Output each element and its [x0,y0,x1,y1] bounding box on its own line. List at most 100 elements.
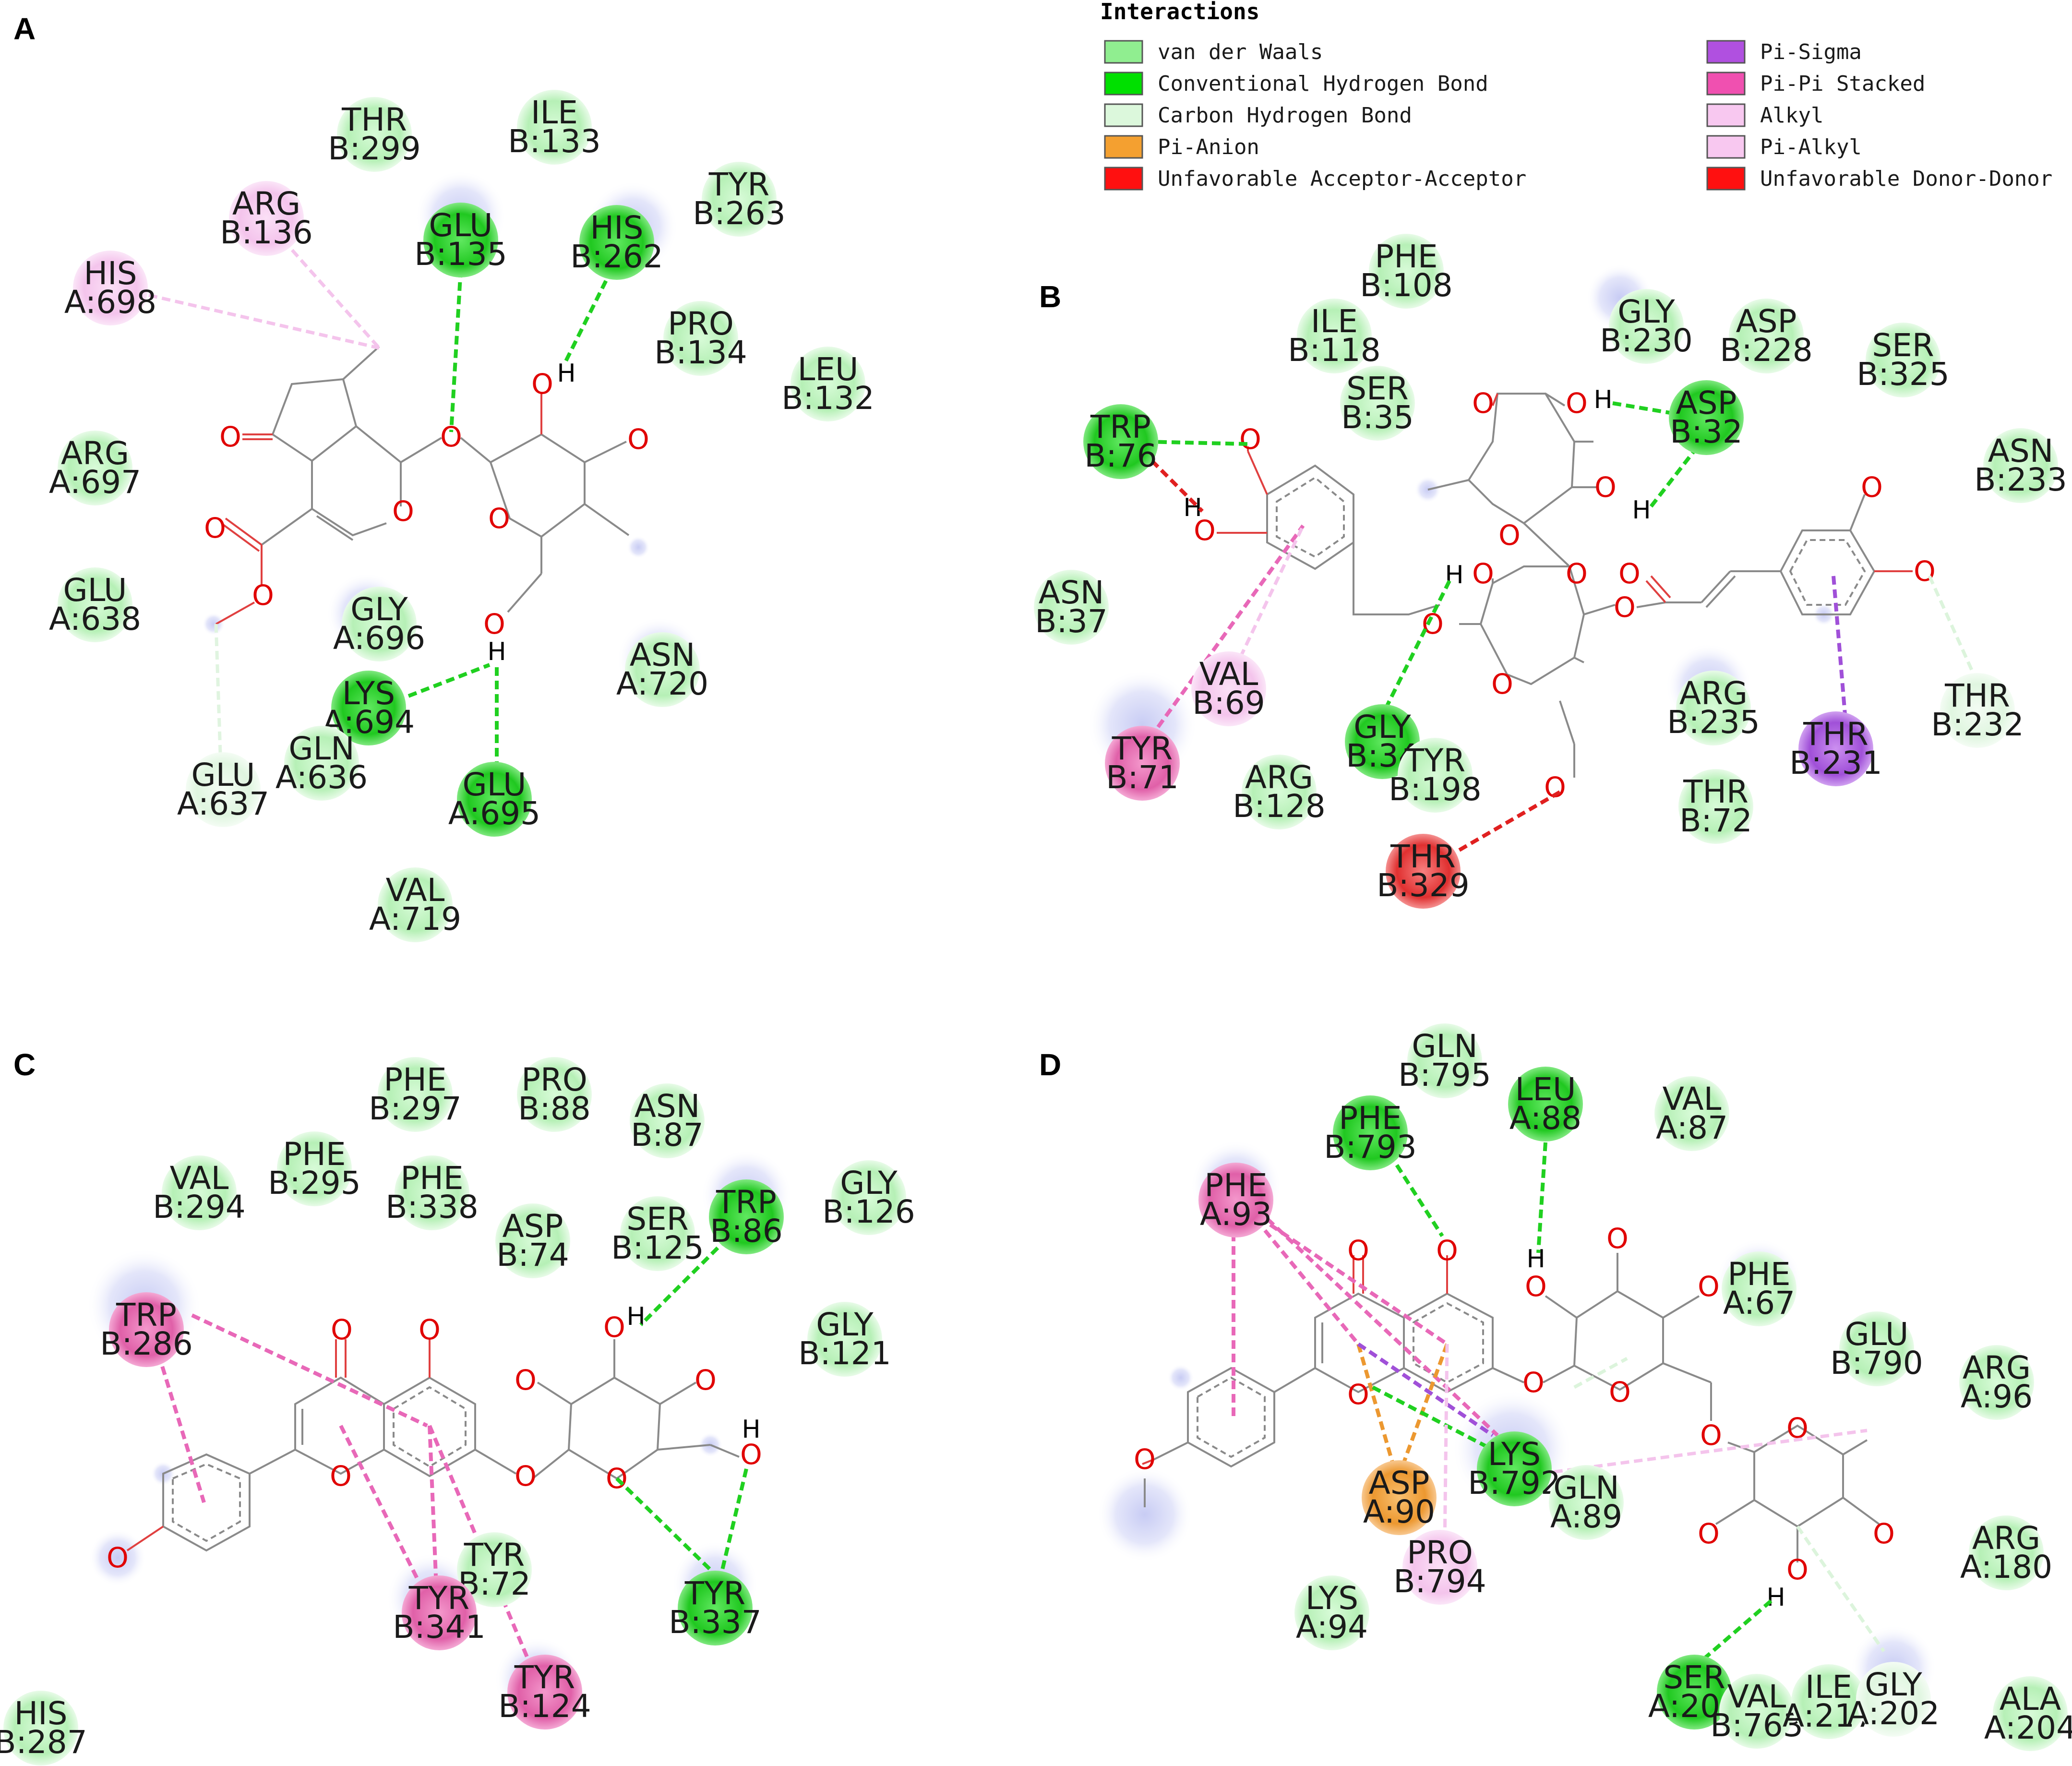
residue-id: B:262 [570,238,663,275]
residue-name: GLU [463,766,527,803]
svg-text:O: O [1491,668,1513,700]
residue-name: HIS [590,209,644,246]
svg-text:H: H [1183,493,1202,522]
residue-disc [457,762,532,837]
legend-label: Unfavorable Acceptor-Acceptor [1158,167,1526,191]
legend-swatch [1104,40,1143,64]
residue-disc [73,251,148,325]
residue-id: B:136 [220,214,313,251]
residue-id: B:124 [498,1688,591,1725]
residue-name: PHE [1375,238,1437,275]
legend-swatch [1706,167,1746,191]
residue-id: B:74 [496,1237,569,1273]
residue-id: A:638 [49,601,141,637]
ligand-b: O O H O O H O H O O O H O O O O O O O [1183,385,1935,804]
residue-name: PHE [383,1061,446,1098]
residue-name: ASP [1676,384,1737,421]
residue-disc [1034,570,1109,645]
legend-label: Pi-Sigma [1760,40,1862,64]
residue-disc [517,1057,592,1132]
residue-id: B:232 [1931,706,2024,743]
svg-text:O: O [331,1313,353,1346]
residue-id: B:133 [508,123,601,160]
residue-id: A:67 [1723,1285,1795,1321]
residue-disc [1294,1575,1369,1650]
residue-name: TYR [514,1659,575,1696]
legend-item: Carbon Hydrogen Bond [1104,103,1412,128]
residue-disc [342,587,417,661]
residue-name: LEU [798,351,859,388]
residue-name: ARG [1963,1349,2031,1386]
svg-text:H: H [557,359,575,388]
legend-swatch [1104,167,1143,191]
residue-name: PHE [283,1136,346,1173]
residue-name: GLU [63,572,127,609]
residue-id: A:636 [275,759,368,796]
residue-disc [1791,1664,1866,1739]
svg-text:O: O [1700,1419,1722,1452]
svg-text:H: H [1593,385,1612,414]
residue-id: B:341 [393,1609,486,1646]
residue-id: A:87 [1656,1109,1728,1146]
residue-name: TRP [716,1184,777,1221]
residue-name: VAL [1199,656,1258,693]
residue-disc [395,1155,469,1230]
residue-disc [457,1532,532,1607]
legend-label: Alkyl [1760,103,1823,128]
svg-text:O: O [1861,471,1883,504]
svg-text:O: O [1498,519,1521,552]
residue-name: ASP [503,1208,563,1245]
residue-name: GLN [288,730,354,767]
residue-disc [1983,428,2058,503]
legend-swatch [1104,135,1143,159]
residue-disc [1402,1530,1477,1605]
svg-text:O: O [252,579,274,612]
residue-id: B:792 [1468,1465,1561,1502]
residue-name: GLY [1353,709,1411,745]
residue-name: SER [1346,370,1408,407]
residue-id: B:793 [1324,1129,1417,1165]
residue-name: PHE [400,1160,463,1197]
residue-disc [1508,1067,1583,1141]
residue-name: TRP [1090,408,1151,445]
residue-disc [625,632,700,707]
residue-id: B:263 [693,195,786,232]
residue-name: ILE [1311,303,1358,340]
svg-text:O: O [1522,1366,1545,1399]
residue-id: B:337 [669,1604,762,1641]
svg-text:O: O [419,1313,441,1346]
svg-text:O: O [1609,1376,1631,1408]
residue-disc [1669,380,1744,455]
residue-disc [1549,1465,1624,1540]
residue-name: GLU [192,757,255,793]
residue-name: GLU [1845,1316,1909,1353]
residue-name: LYS [1488,1436,1541,1473]
residue-name: HIS [14,1695,68,1732]
residue-disc [378,867,453,942]
residue-disc [1856,1662,1931,1737]
svg-text:O: O [488,502,510,535]
residue-name: PHE [1204,1167,1267,1204]
residue-disc [579,205,654,280]
residue-disc [423,203,498,277]
svg-text:O: O [1347,1234,1369,1267]
svg-text:O: O [1239,423,1261,456]
residue-id: A:696 [333,620,425,657]
